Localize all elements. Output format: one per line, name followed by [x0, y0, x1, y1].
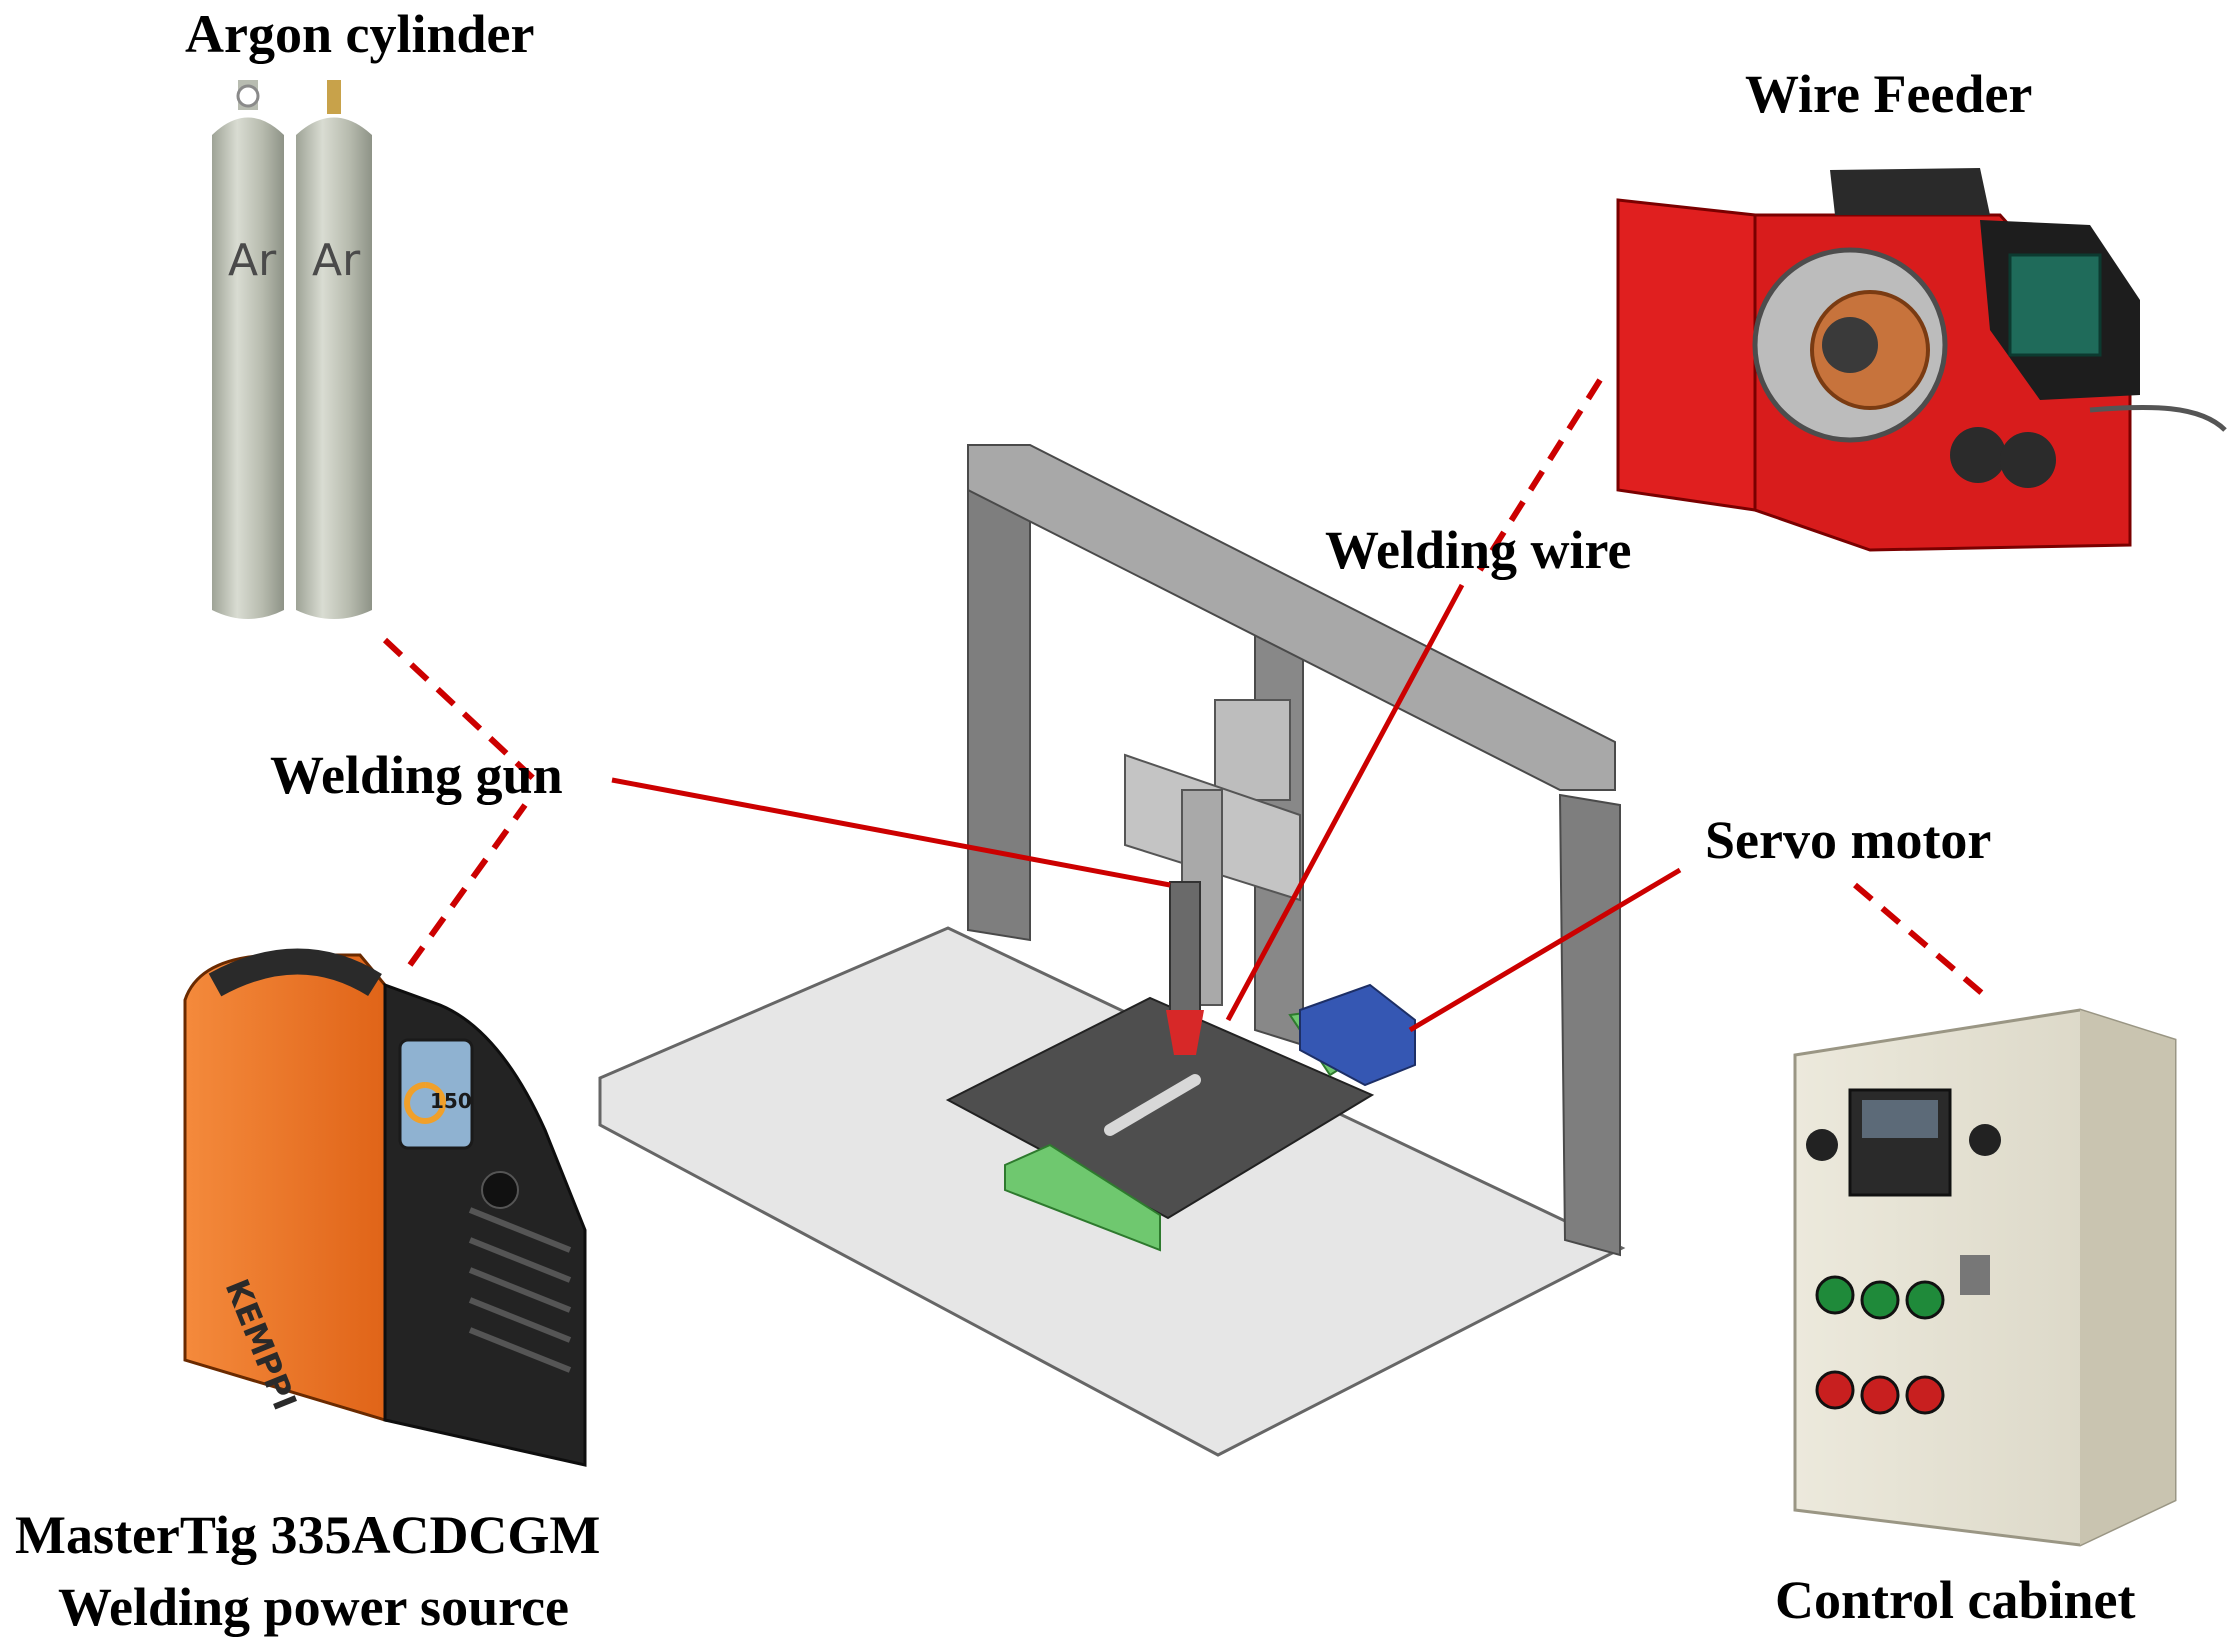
argon-cylinder-right: Ar [296, 80, 372, 619]
argon-cylinders: Ar Ar [212, 80, 372, 619]
power-source-desc-label: Welding power source [58, 1577, 569, 1637]
servo-motor-leader [1408, 867, 1682, 1033]
control-cabinet [1793, 1008, 2177, 1547]
power-source: 150 KEMPPI [183, 948, 587, 1467]
cabinet-switch-right [1969, 1124, 2001, 1156]
cylinder-mark-right: Ar [312, 235, 361, 286]
welding-gun-nozzle [1166, 1010, 1204, 1055]
top-beam [967, 444, 1616, 791]
wire-feeder-display [2008, 253, 2102, 357]
cabinet-green-buttons [1815, 1275, 1945, 1320]
power-to-gun-connector [407, 803, 528, 967]
servo-motor-label: Servo motor [1705, 810, 1991, 870]
wire-feeder-label: Wire Feeder [1745, 64, 2032, 124]
power-source-display-value: 150 [430, 1089, 472, 1113]
welding-frame [598, 444, 1626, 1457]
cabinet-switch-left [1806, 1129, 1838, 1161]
x-slide [1004, 1143, 1161, 1252]
cylinder-mark-left: Ar [228, 235, 277, 286]
power-source-knob [481, 1171, 519, 1209]
cabinet-lock [1960, 1255, 1990, 1295]
power-source-vents [468, 1207, 572, 1373]
right-post [1558, 793, 1621, 1257]
left-post [967, 477, 1031, 942]
feeder-to-wire-connector [1477, 378, 1603, 572]
servo-motor [1299, 983, 1416, 1087]
welding-wire-leader [1225, 583, 1465, 1022]
servo-to-cabinet-connector [1853, 882, 1992, 1003]
welding-wire-label: Welding wire [1325, 520, 1632, 580]
z-carriage [1214, 699, 1291, 801]
power-source-model-label: MasterTig 335ACDCGM [15, 1505, 600, 1565]
argon-cylinder-label: Argon cylinder [185, 4, 534, 64]
control-cabinet-label: Control cabinet [1775, 1570, 2136, 1630]
welding-gun-label: Welding gun [270, 745, 563, 805]
leader-lines [611, 583, 1682, 1033]
wire-feeder [1616, 168, 2227, 552]
welding-gun-body [1169, 881, 1201, 1013]
argon-cylinder-left: Ar [212, 80, 284, 619]
cabinet-red-buttons [1815, 1370, 1945, 1415]
dashed-connectors [382, 378, 1992, 1003]
welding-gun-leader [611, 777, 1171, 888]
